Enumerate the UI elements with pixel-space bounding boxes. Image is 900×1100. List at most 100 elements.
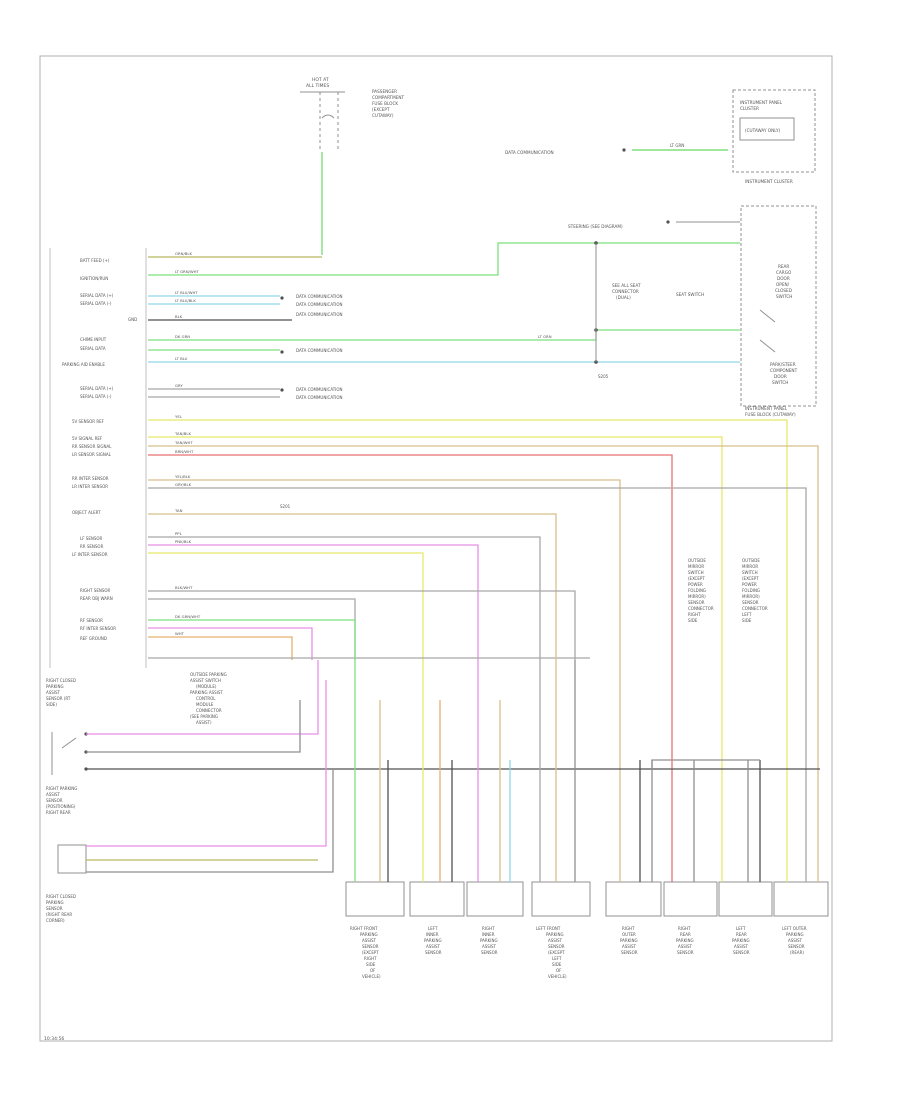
left-note-8: (SEE PARKING <box>190 714 218 719</box>
lc-a-4: SENSOR (RT <box>46 696 71 701</box>
wire-label-12: TAN/WHT <box>174 440 193 445</box>
left-sensor-2 <box>57 844 87 874</box>
vnote-a-10: RIGHT <box>688 612 701 617</box>
bs5-3: PARKING <box>620 938 638 943</box>
ref-note-1: DATA COMMUNICATION <box>296 294 343 299</box>
ref-note-4: DATA COMMUNICATION <box>296 387 343 392</box>
vnote-a-3: SWITCH <box>688 570 704 575</box>
fuse-top-line-2: ALL TIMES <box>306 83 329 89</box>
vnote-b-4: (EXCEPT <box>742 576 759 581</box>
ref-notes: DATA COMMUNICATION DATA COMMUNICATION DA… <box>296 294 343 400</box>
left-note: OUTSIDE PARKING ASSIST SWITCH (MODULE) P… <box>190 672 227 725</box>
vnote-b-6: FOLDING <box>742 588 760 593</box>
footer-code: 10:34:56 <box>44 1036 64 1042</box>
left-wires <box>86 660 820 873</box>
vnote-b-5: POWER <box>742 582 757 587</box>
wire-label-10: YEL <box>175 414 183 419</box>
bs1-2: PARKING <box>360 932 378 937</box>
bs2-5: SENSOR <box>425 950 442 955</box>
bs2-1: LEFT <box>428 926 438 931</box>
sensor-box-7 <box>718 881 773 917</box>
bs5-4: ASSIST <box>622 944 637 949</box>
pin-label-2: IGNITION/RUN <box>80 276 108 281</box>
bottom-sensor-labels: RIGHT FRONT PARKING ASSIST SENSOR (EXCEP… <box>350 926 807 979</box>
wire-label-9: GRY <box>175 383 183 388</box>
pin-label-1: BATT FEED (+) <box>80 258 110 263</box>
wire-label-18: PNK/BLK <box>175 539 192 544</box>
lc-a-5: SIDE) <box>46 702 57 707</box>
vnote-a-5: POWER <box>688 582 703 587</box>
pin-label-15: RR INTER SENSOR <box>72 476 109 481</box>
bs2-2: INNER <box>426 932 439 937</box>
left-component-labels: RIGHT CLOSED PARKING ASSIST SENSOR (RT S… <box>46 678 77 923</box>
wire-lr-inter <box>148 487 807 848</box>
sensor-box-8 <box>773 881 829 917</box>
center-note-1: SEE ALL SEAT <box>612 283 641 288</box>
vnote-a-9: CONNECTOR <box>688 606 714 611</box>
bs1-5: (EXCEPT <box>362 950 379 955</box>
wire-right-sensor <box>148 590 576 660</box>
bs3-5: SENSOR <box>481 950 498 955</box>
pin-label-25: REF GROUND <box>80 636 107 641</box>
left-note-1: OUTSIDE PARKING <box>190 672 227 677</box>
bs8-5: (REAR) <box>790 950 804 955</box>
left-note-6: MODULE <box>196 702 214 707</box>
pin-label-6: CHIME INPUT <box>80 337 107 342</box>
wire-rf-inter <box>148 627 313 660</box>
ref-note-3: DATA COMMUNICATION <box>296 348 343 353</box>
sensor-drop-wires <box>354 620 819 882</box>
left-note-2: ASSIST SWITCH <box>190 678 221 683</box>
vnote-b-1: OUTSIDE <box>742 558 760 563</box>
bs3-2: INNER <box>482 932 495 937</box>
bs1-3: ASSIST <box>362 938 377 943</box>
left-note-4: PARKING ASSIST <box>190 690 223 695</box>
bs6-5: SENSOR <box>677 950 694 955</box>
lc-c-5: CORNER) <box>46 918 65 923</box>
right-box2-2: COMPONENT <box>770 368 798 373</box>
sensor-box-1 <box>345 881 405 917</box>
ref-note-5: DATA COMMUNICATION <box>296 395 343 400</box>
center-note-4: SEAT SWITCH <box>676 292 704 297</box>
instrument-cluster-box: INSTRUMENT PANEL CLUSTER (CUTAWAY ONLY) … <box>732 89 816 184</box>
splice-label: S205 <box>598 374 609 379</box>
ic-box-line-1: INSTRUMENT PANEL <box>740 100 783 105</box>
vnote-b-9: CONNECTOR <box>742 606 768 611</box>
pin-label-20: LF INTER SENSOR <box>72 552 108 557</box>
pin-label-3: SERIAL DATA (+) <box>80 293 114 298</box>
vnote-b-11: SIDE <box>742 618 752 623</box>
bs4-3: ASSIST <box>548 938 563 943</box>
lc-a-2: PARKING <box>46 684 64 689</box>
lc-b-2: ASSIST <box>46 792 61 797</box>
left-sensor-1 <box>51 732 88 775</box>
ic-wire-label: LT GRN <box>670 143 684 148</box>
wire-label-4: LT BLU/BLK <box>175 298 196 303</box>
bs1-8: OF <box>370 968 376 973</box>
wire-label-20: TAN <box>174 508 183 513</box>
bs7-1: LEFT <box>736 926 746 931</box>
wire-label-16: BLK/WHT <box>175 585 193 590</box>
wire-lf-sensor <box>148 536 541 660</box>
right-bottom-label-2: FUSE BLOCK (CUTAWAY) <box>745 412 796 417</box>
vnote-a-1: OUTSIDE <box>688 558 706 563</box>
bs1-9: VEHICLE) <box>362 974 381 979</box>
fuse-symbol <box>321 114 335 119</box>
right-box-5: CLOSED <box>775 288 792 293</box>
vnote-a-2: MIRROR <box>688 564 704 569</box>
left-note-7: CONNECTOR <box>196 708 222 713</box>
bs4-2: PARKING <box>546 932 564 937</box>
bs6-3: PARKING <box>676 938 694 943</box>
bs2-4: ASSIST <box>426 944 441 949</box>
left-note-3: (MODULE) <box>196 684 217 689</box>
pin-label-9: SERIAL DATA (+) <box>80 386 114 391</box>
wire-5v-signal <box>148 436 723 848</box>
pin-label-22: REAR OBJ WARN <box>80 596 113 601</box>
lc-c-1: RIGHT CLOSED <box>46 894 76 899</box>
lc-b-3: SENSOR <box>46 798 63 803</box>
module-pin-labels: BATT FEED (+) IGNITION/RUN SERIAL DATA (… <box>62 258 137 641</box>
ic-ref-note: DATA COMMUNICATION <box>505 150 554 155</box>
wire-label-21: WHT <box>175 631 185 636</box>
vnote-b-8: SENSOR <box>742 600 759 605</box>
vnote-a-4: (EXCEPT <box>688 576 705 581</box>
bs2-3: PARKING <box>424 938 442 943</box>
